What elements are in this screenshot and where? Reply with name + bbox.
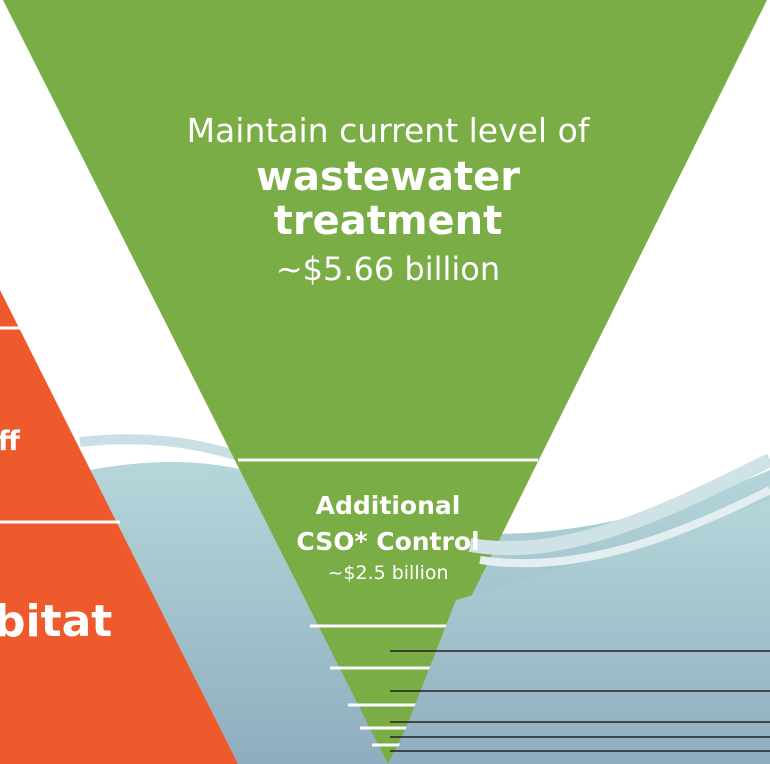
left-pyramid-label-upper: ff bbox=[0, 426, 21, 457]
water-right-wedge bbox=[392, 500, 770, 764]
top-tier-line3: treatment bbox=[274, 198, 503, 244]
left-pyramid bbox=[0, 290, 238, 764]
water-right-wave-top bbox=[468, 453, 770, 556]
top-tier-line1: Maintain current level of bbox=[187, 111, 591, 150]
second-tier-line2: CSO* Control bbox=[296, 527, 479, 556]
water-overlay-left bbox=[95, 466, 388, 764]
funnel-triangle bbox=[3, 0, 767, 764]
left-pyramid-label-lower: bitat bbox=[0, 596, 112, 647]
water-right-wave-inner bbox=[479, 486, 770, 568]
top-tier-line2: wastewater bbox=[256, 154, 520, 200]
second-tier-line1: Additional bbox=[316, 491, 461, 520]
second-tier-cost: ~$2.5 billion bbox=[327, 562, 448, 584]
top-tier-cost: ~$5.66 billion bbox=[276, 250, 500, 288]
